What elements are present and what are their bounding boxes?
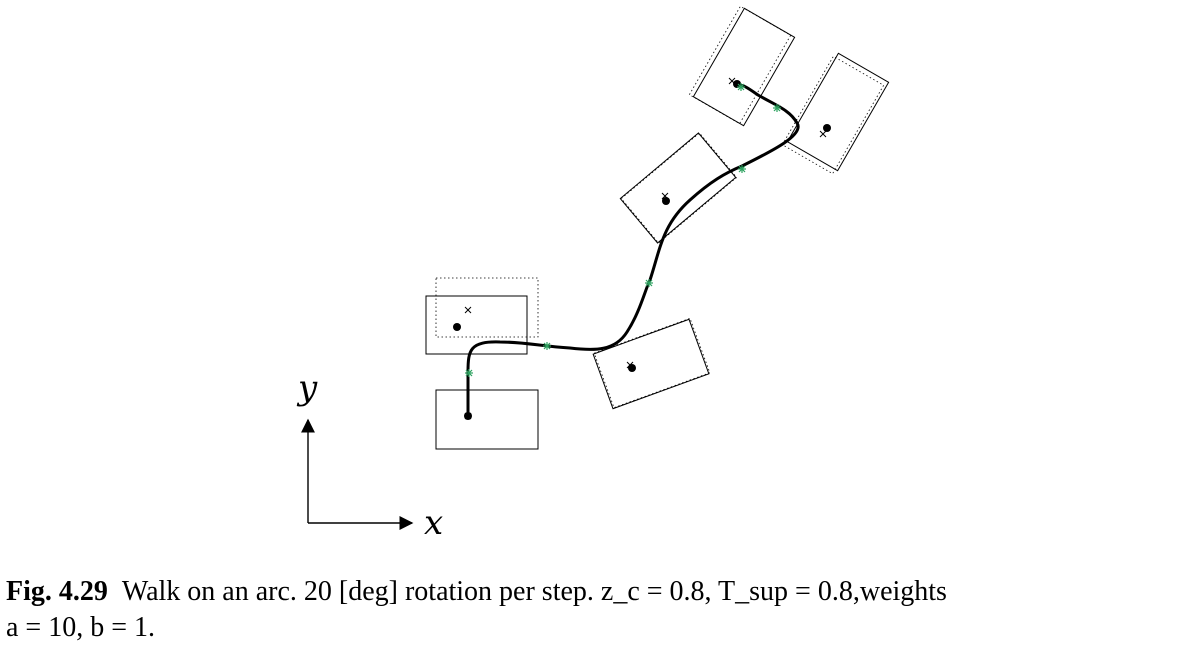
figure-number: Fig. 4.29 xyxy=(6,576,108,607)
star-marker-icon xyxy=(738,165,746,173)
dot-marker-icon xyxy=(823,124,831,132)
caption-line-2: a = 10, b = 1. xyxy=(6,612,156,643)
footprint-4 xyxy=(619,132,738,244)
footprint-1 xyxy=(435,389,539,450)
cross-marker-icon xyxy=(464,306,472,314)
star-marker-icon xyxy=(645,279,653,287)
footprint-3 xyxy=(592,317,711,410)
com-trajectory-curve xyxy=(466,83,800,418)
y-axis-label: y xyxy=(296,368,318,408)
star-marker-icon xyxy=(773,104,781,112)
footprint-6 xyxy=(688,5,796,127)
footprints xyxy=(425,5,890,450)
step-transition-markers xyxy=(465,83,781,377)
star-marker-icon xyxy=(465,369,473,377)
reference-cross-markers xyxy=(464,77,827,420)
caption-text-1: Walk on an arc. 20 [deg] rotation per st… xyxy=(121,576,947,607)
star-marker-icon xyxy=(543,342,551,350)
foot-center-dots xyxy=(453,80,831,420)
dot-marker-icon xyxy=(453,323,461,331)
footprint-2 xyxy=(425,277,539,355)
coordinate-axes: x y xyxy=(296,368,443,543)
x-axis-label: x xyxy=(424,503,443,543)
dot-marker-icon xyxy=(464,412,472,420)
figure-caption: Fig. 4.29 Walk on an arc. 20 [deg] rotati… xyxy=(6,574,1194,646)
cross-marker-icon xyxy=(819,130,827,138)
dot-marker-icon xyxy=(662,197,670,205)
dot-marker-icon xyxy=(628,364,636,372)
footprint-5 xyxy=(781,52,890,175)
walking-arc-diagram: x y xyxy=(296,5,890,543)
dot-marker-icon xyxy=(733,80,741,88)
caption-line-1: Fig. 4.29 Walk on an arc. 20 [deg] rotati… xyxy=(6,574,1194,610)
star-marker-icon xyxy=(737,83,745,91)
